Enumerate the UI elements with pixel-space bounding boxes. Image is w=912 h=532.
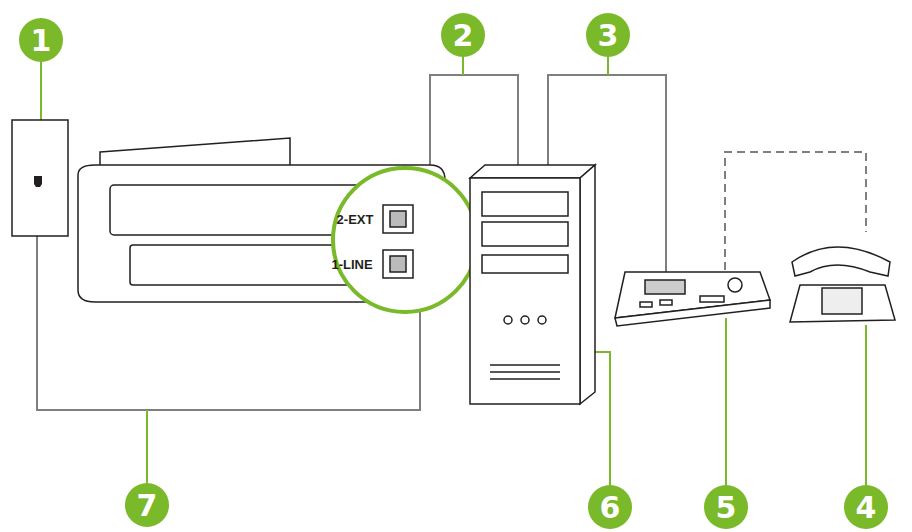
- telephone: [790, 247, 895, 322]
- callout-circle: [19, 13, 888, 529]
- callout-number: 5: [716, 490, 737, 525]
- answering-machine: [615, 272, 770, 326]
- callout-number: 1: [31, 23, 52, 58]
- callout-number: 4: [856, 490, 877, 525]
- callout-number: 7: [137, 488, 158, 523]
- zoom-circle: [333, 168, 477, 312]
- computer-tower: [470, 165, 595, 404]
- callout-number: 2: [453, 18, 474, 53]
- wall-jack: [12, 120, 68, 236]
- printer: [78, 138, 445, 302]
- port-label: 2-EXT: [337, 212, 374, 227]
- callout-number: 6: [600, 490, 621, 525]
- port-label: 1-LINE: [331, 257, 372, 272]
- callout-number: 3: [598, 18, 619, 53]
